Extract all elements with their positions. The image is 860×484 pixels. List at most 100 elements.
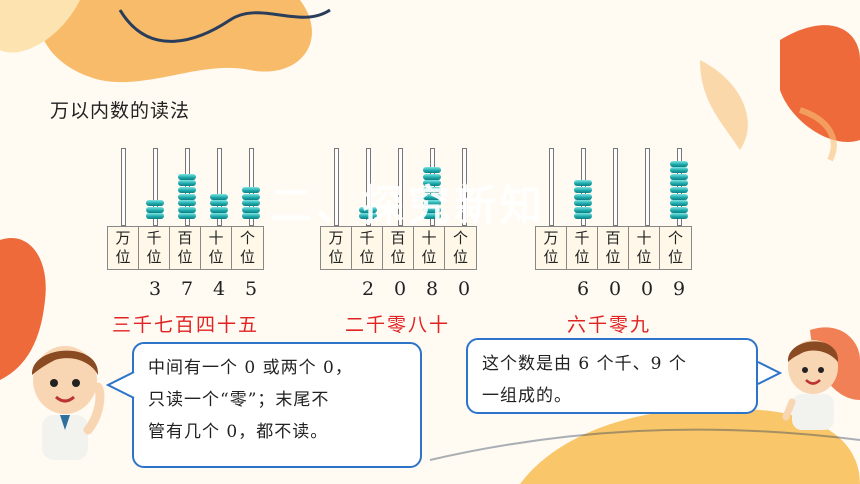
abacus-bead — [670, 160, 688, 167]
abacus-bead — [423, 180, 441, 187]
place-label-char: 位 — [543, 248, 559, 266]
top-right-blob — [780, 25, 860, 142]
place-label-cell: 个位 — [660, 227, 691, 269]
place-label-char: 十 — [636, 229, 652, 247]
place-label-char: 位 — [667, 248, 683, 266]
left-speech-bubble: 中间有一个 0 或两个 0， 只读一个“零”；末尾不 管有几个 0，都不读。 — [132, 342, 422, 468]
abacus-bead — [359, 213, 377, 220]
digit-label: 9 — [672, 278, 686, 300]
abacus-bead — [423, 173, 441, 180]
abacus-bead — [178, 200, 196, 207]
reading-2080: 二千零八十 — [345, 314, 451, 336]
right-leaf-1 — [700, 60, 748, 150]
digit-label: 0 — [608, 278, 622, 300]
place-label-char: 位 — [328, 248, 344, 266]
abacus-bead — [670, 193, 688, 200]
place-label-char: 个 — [452, 229, 468, 247]
abacus-bead — [574, 206, 592, 213]
boy-left-illustration — [31, 346, 105, 460]
abacus-bead — [146, 213, 164, 220]
place-label-cell: 千位 — [567, 227, 598, 269]
abacus-bead — [359, 206, 377, 213]
bubble-text-line: 这个数是由 6 个千、9 个 — [482, 354, 687, 374]
place-label-char: 位 — [208, 248, 224, 266]
place-label-char: 百 — [177, 229, 193, 247]
place-label-char: 位 — [359, 248, 375, 266]
boy-right-illustration — [782, 340, 839, 430]
abacus-bead — [423, 213, 441, 220]
abacus-bead — [210, 193, 228, 200]
reading-3745: 三千七百四十五 — [112, 314, 260, 336]
place-label-char: 位 — [605, 248, 621, 266]
bubble-text-line: 一组成的。 — [482, 386, 572, 406]
digit-label: 0 — [393, 278, 407, 300]
bubble-text-line: 只读一个“零”；末尾不 — [148, 390, 330, 410]
place-label-cell: 个位 — [445, 227, 476, 269]
abacus-bead — [178, 187, 196, 193]
abacus-bead — [670, 173, 688, 180]
abacus-bead — [670, 213, 688, 220]
place-label-char: 位 — [239, 248, 255, 266]
place-label-char: 位 — [146, 248, 162, 266]
place-label-char: 位 — [452, 248, 468, 266]
abacus-bead — [242, 213, 260, 220]
abacus-rod — [549, 148, 554, 226]
abacus-bead — [146, 206, 164, 213]
place-label-char: 十 — [208, 229, 224, 247]
abacus-bead — [574, 187, 592, 193]
digit-label: 8 — [425, 278, 439, 300]
abacus-bead — [670, 206, 688, 213]
place-label-cell: 百位 — [383, 227, 414, 269]
abacus-rod — [645, 148, 650, 226]
abacus-bead — [423, 193, 441, 200]
left-red-blob — [0, 238, 46, 380]
abacus-rod — [217, 148, 222, 226]
place-label-char: 百 — [605, 229, 621, 247]
abacus-bead — [670, 187, 688, 193]
digit-label: 5 — [244, 278, 258, 300]
abacus-rod — [462, 148, 467, 226]
abacus-bead — [574, 180, 592, 187]
place-label-char: 十 — [421, 229, 437, 247]
abacus-rod — [153, 148, 158, 226]
place-label-char: 位 — [390, 248, 406, 266]
place-label-char: 位 — [574, 248, 590, 266]
abacus-bead — [574, 200, 592, 207]
digit-label: 0 — [640, 278, 654, 300]
place-label-char: 千 — [359, 229, 375, 247]
place-label-char: 万 — [115, 229, 131, 247]
abacus-bead — [178, 193, 196, 200]
place-label-cell: 万位 — [321, 227, 352, 269]
bottom-swoosh — [429, 428, 860, 461]
abacus-bead — [210, 200, 228, 207]
place-label-char: 位 — [636, 248, 652, 266]
abacus-rod — [366, 148, 371, 226]
place-label-char: 个 — [239, 229, 255, 247]
place-label-cell: 十位 — [629, 227, 660, 269]
abacus-bead — [574, 213, 592, 220]
bubble-text-line: 管有几个 0，都不读。 — [148, 422, 329, 442]
place-value-labels: 万位千位百位十位个位 — [320, 226, 477, 270]
digit-label: 2 — [361, 278, 375, 300]
abacus-bead — [178, 173, 196, 180]
abacus-rod — [398, 148, 403, 226]
bottom-yellow-blob — [520, 408, 860, 484]
digit-label: 7 — [180, 278, 194, 300]
top-dark-curve — [118, 8, 331, 43]
right-bubble-tail — [757, 361, 782, 385]
bubble-text-line: 中间有一个 0 或两个 0， — [148, 358, 353, 378]
place-label-cell: 万位 — [536, 227, 567, 269]
abacus-bead — [242, 193, 260, 200]
abacus-rod — [334, 148, 339, 226]
digit-label: 0 — [457, 278, 471, 300]
abacus-bead — [423, 200, 441, 207]
digit-label: 3 — [148, 278, 162, 300]
top-leaf-shape — [0, 0, 80, 53]
abacus-bead — [146, 200, 164, 207]
reading-6009: 六千零九 — [567, 314, 652, 336]
abacus-bead — [178, 180, 196, 187]
place-label-cell: 千位 — [139, 227, 170, 269]
